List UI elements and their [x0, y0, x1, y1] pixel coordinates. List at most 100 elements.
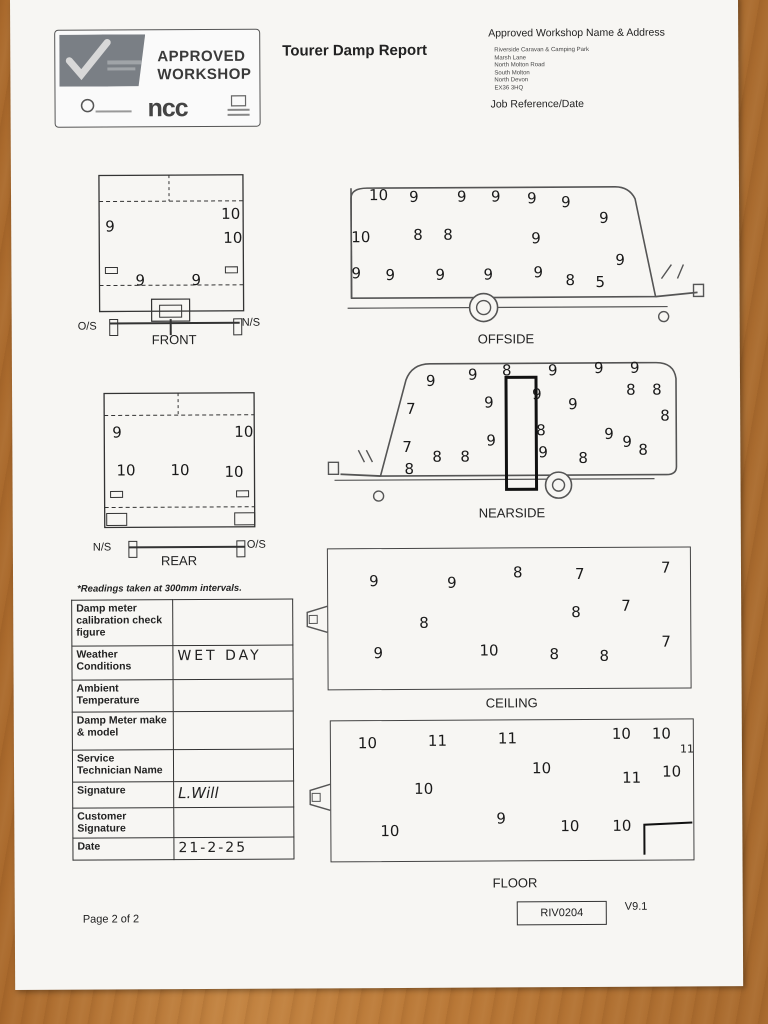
rear-view-diagram [88, 389, 279, 571]
front-side-left: O/S [77, 320, 97, 333]
workshop-heading: Approved Workshop Name & Address [488, 26, 665, 40]
ceiling-reading: 8 [549, 645, 560, 664]
nearside-reading: 9 [538, 443, 548, 462]
offside-reading: 9 [531, 229, 541, 248]
reference-code: RIV0204 [516, 900, 607, 926]
offside-reading: 9 [351, 264, 362, 283]
offside-reading: 9 [435, 265, 446, 284]
offside-view-diagram [337, 178, 708, 335]
front-reading: 10 [223, 228, 243, 247]
nearside-view-diagram [314, 356, 695, 513]
offside-reading: 10 [351, 228, 371, 247]
nearside-reading: 8 [460, 447, 470, 466]
front-label: FRONT [151, 332, 197, 348]
floor-reading: 10 [380, 821, 400, 841]
ceiling-reading: 9 [369, 572, 379, 591]
offside-reading: 10 [368, 186, 389, 205]
offside-reading: 8 [565, 271, 576, 290]
ceiling-plan-box [326, 546, 692, 691]
page-number: Page 2 of 2 [82, 913, 140, 926]
nearside-reading: 9 [467, 365, 478, 384]
job-reference-label: Job Reference/Date [490, 97, 584, 111]
nearside-reading: 9 [622, 432, 632, 451]
row-label: Damp meter calibration check figure [71, 599, 173, 647]
nearside-reading: 8 [501, 361, 512, 380]
floor-reading: 10 [560, 817, 580, 836]
checkmark-badge-icon [59, 34, 145, 86]
offside-reading: 9 [526, 189, 537, 208]
approved-workshop-logo: APPROVED WORKSHOP ncc [54, 28, 261, 128]
nearside-reading: 7 [406, 399, 416, 418]
seal-icon [80, 96, 134, 123]
offside-reading: 9 [408, 187, 419, 206]
rear-reading: 10 [116, 461, 136, 480]
row-label: Damp Meter make & model [72, 711, 174, 751]
offside-reading: 9 [456, 187, 467, 206]
form-version: V9.1 [624, 900, 648, 913]
nearside-reading: 9 [604, 424, 614, 443]
table-row: Damp meter calibration check figure [71, 599, 293, 647]
floor-reading: 10 [662, 762, 682, 781]
ceiling-reading: 7 [621, 596, 631, 615]
ncc-logo: ncc [147, 94, 188, 123]
ceiling-reading: 8 [571, 603, 581, 622]
floor-reading: 10 [414, 779, 434, 798]
ceiling-reading: 7 [660, 558, 671, 577]
ceiling-reading: 7 [661, 632, 671, 651]
row-value: WET DAY [172, 645, 294, 680]
row-value [173, 807, 294, 838]
row-value: 21-2-25 [173, 837, 295, 860]
rear-side-right: O/S [246, 538, 266, 551]
front-side-right: N/S [241, 316, 261, 329]
table-row: Weather Conditions WET DAY [71, 645, 294, 681]
nearside-reading: 8 [536, 421, 546, 440]
nearside-reading: 7 [402, 437, 412, 456]
nearside-reading: 9 [568, 395, 578, 414]
floor-reading: 11 [679, 742, 694, 756]
offside-reading: 9 [483, 265, 494, 284]
ceiling-drawbar-icon [305, 604, 329, 639]
nearside-reading: 8 [578, 448, 588, 468]
table-row: Damp Meter make & model [72, 711, 294, 751]
offside-label: OFFSIDE [477, 331, 535, 347]
table-row: Customer Signature [72, 807, 294, 839]
workshop-address: Riverside Caravan & Camping Park Marsh L… [494, 46, 590, 91]
floor-reading: 11 [622, 768, 642, 787]
floor-corner-mark [640, 818, 696, 861]
ceiling-reading: 8 [512, 563, 523, 582]
ceiling-reading: 9 [373, 644, 384, 663]
row-label: Weather Conditions [71, 645, 174, 681]
floor-reading: 10 [651, 724, 671, 743]
readings-interval-note: *Readings taken at 300mm intervals. [77, 582, 242, 595]
rear-reading: 10 [170, 461, 190, 480]
nearside-reading: 8 [626, 380, 636, 399]
offside-reading: 9 [385, 265, 396, 285]
front-reading: 9 [135, 271, 146, 290]
rear-label: REAR [160, 553, 198, 569]
nearside-reading: 9 [593, 358, 604, 377]
row-value [173, 749, 294, 782]
report-title: Tourer Damp Report [282, 41, 428, 60]
row-label: Service Technician Name [72, 749, 174, 783]
ceiling-label: CEILING [485, 695, 538, 711]
floor-reading: 11 [427, 731, 448, 750]
nearside-reading: 8 [652, 380, 662, 399]
floor-drawbar-icon [308, 782, 332, 817]
floor-reading: 10 [611, 724, 631, 743]
front-view-diagram [81, 169, 272, 347]
ceiling-reading: 8 [599, 646, 610, 665]
row-value [172, 599, 293, 646]
nearside-reading: 8 [404, 459, 415, 478]
row-label: Date [72, 837, 175, 861]
row-label: Signature [72, 781, 174, 809]
floor-reading: 9 [496, 809, 506, 828]
nearside-reading: 8 [432, 447, 442, 466]
front-reading: 10 [221, 204, 241, 223]
offside-reading: 5 [595, 272, 606, 291]
club-crest-icon [223, 94, 253, 127]
nearside-reading: 9 [532, 385, 542, 404]
floor-reading: 10 [612, 816, 632, 835]
rear-reading: 9 [112, 423, 122, 442]
ceiling-reading: 9 [447, 573, 457, 592]
nearside-reading: 8 [638, 440, 648, 459]
